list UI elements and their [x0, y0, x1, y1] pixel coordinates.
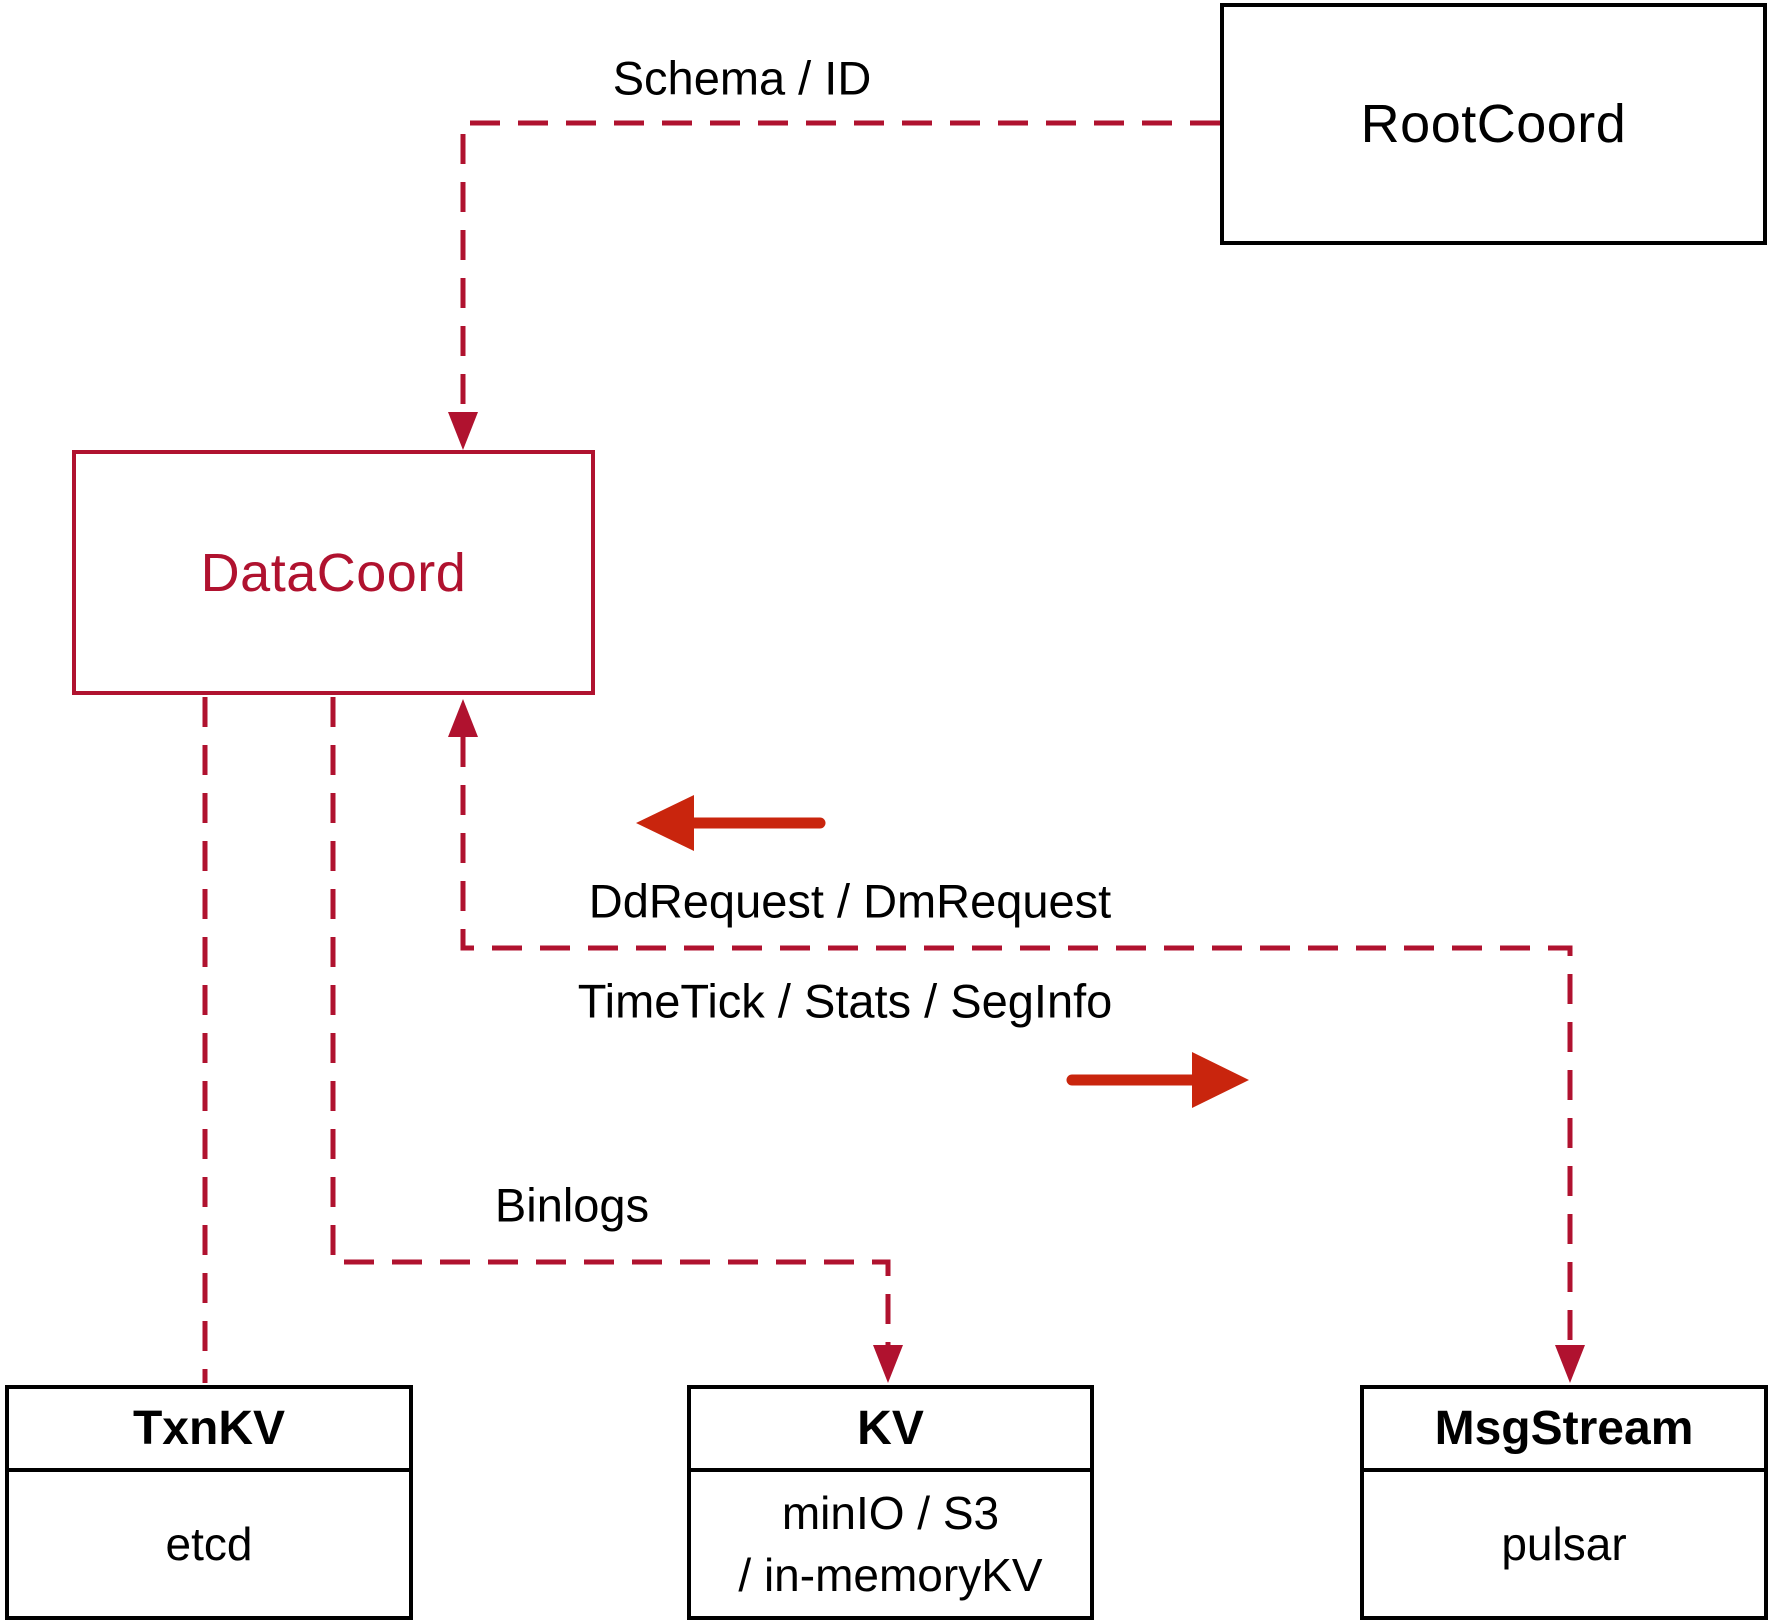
edge-datacoord-msgstream: [460, 737, 1573, 1345]
txnkv-body: etcd: [165, 1517, 253, 1570]
kv-body-line1: minIO / S3: [781, 1486, 1000, 1539]
msgstream-body: pulsar: [1501, 1517, 1627, 1570]
node-msgstream: MsgStream pulsar: [1360, 1385, 1768, 1620]
node-rootcoord: RootCoord: [1220, 3, 1767, 245]
rootcoord-label: RootCoord: [1360, 94, 1627, 154]
datacoord-label: DataCoord: [200, 542, 467, 603]
edge-label-timetick-stats-seginfo: TimeTick / Stats / SegInfo: [577, 974, 1113, 1028]
node-datacoord: DataCoord: [72, 450, 595, 695]
kv-title: KV: [691, 1389, 1090, 1472]
direction-arrow-left: [636, 795, 826, 851]
node-txnkv: TxnKV etcd: [5, 1385, 413, 1620]
node-kv: KV minIO / S3 / in-memoryKV: [687, 1385, 1094, 1620]
txnkv-title: TxnKV: [9, 1389, 409, 1472]
msgstream-title: MsgStream: [1364, 1389, 1764, 1472]
edge-rootcoord-to-datacoord: [460, 120, 1220, 412]
arrowhead-into-datacoord-top: [448, 412, 478, 450]
kv-body-line2: / in-memoryKV: [738, 1549, 1043, 1601]
direction-arrow-right: [1066, 1052, 1249, 1108]
arrowhead-into-datacoord-bottom: [448, 699, 478, 737]
arrowhead-into-msgstream-top: [1555, 1345, 1585, 1383]
edge-label-binlogs: Binlogs: [494, 1178, 650, 1232]
edge-label-ddrequest-dmrequest: DdRequest / DmRequest: [588, 874, 1112, 928]
edge-datacoord-to-kv: [330, 697, 891, 1345]
edge-label-schema-id: Schema / ID: [612, 51, 872, 105]
arrowhead-into-kv-top: [873, 1345, 903, 1383]
